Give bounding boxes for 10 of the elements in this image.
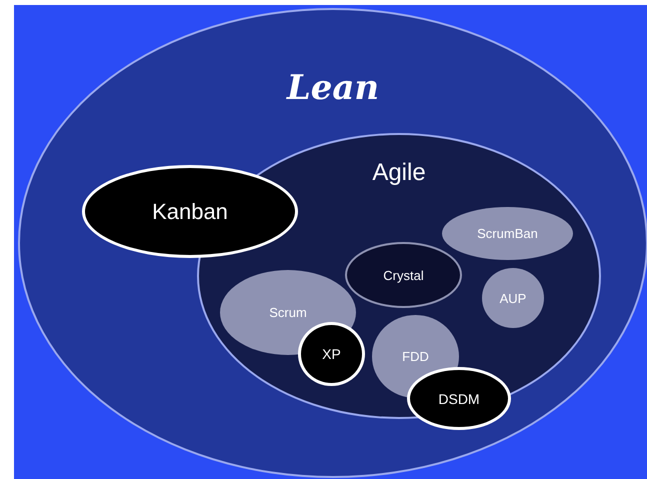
ellipse-label: DSDM [438, 390, 480, 406]
ellipse-label: Scrum [269, 305, 307, 320]
ellipse-label: Crystal [383, 268, 424, 282]
ellipse-label: FDD [402, 349, 429, 364]
ellipse-label: Lean [286, 68, 380, 108]
ellipse-label: ScrumBan [477, 226, 538, 241]
ellipse-label: Kanban [152, 198, 228, 224]
ellipse-label: XP [322, 346, 341, 362]
ellipse-label: AUP [500, 290, 526, 306]
ellipse-label: Agile [372, 159, 426, 187]
